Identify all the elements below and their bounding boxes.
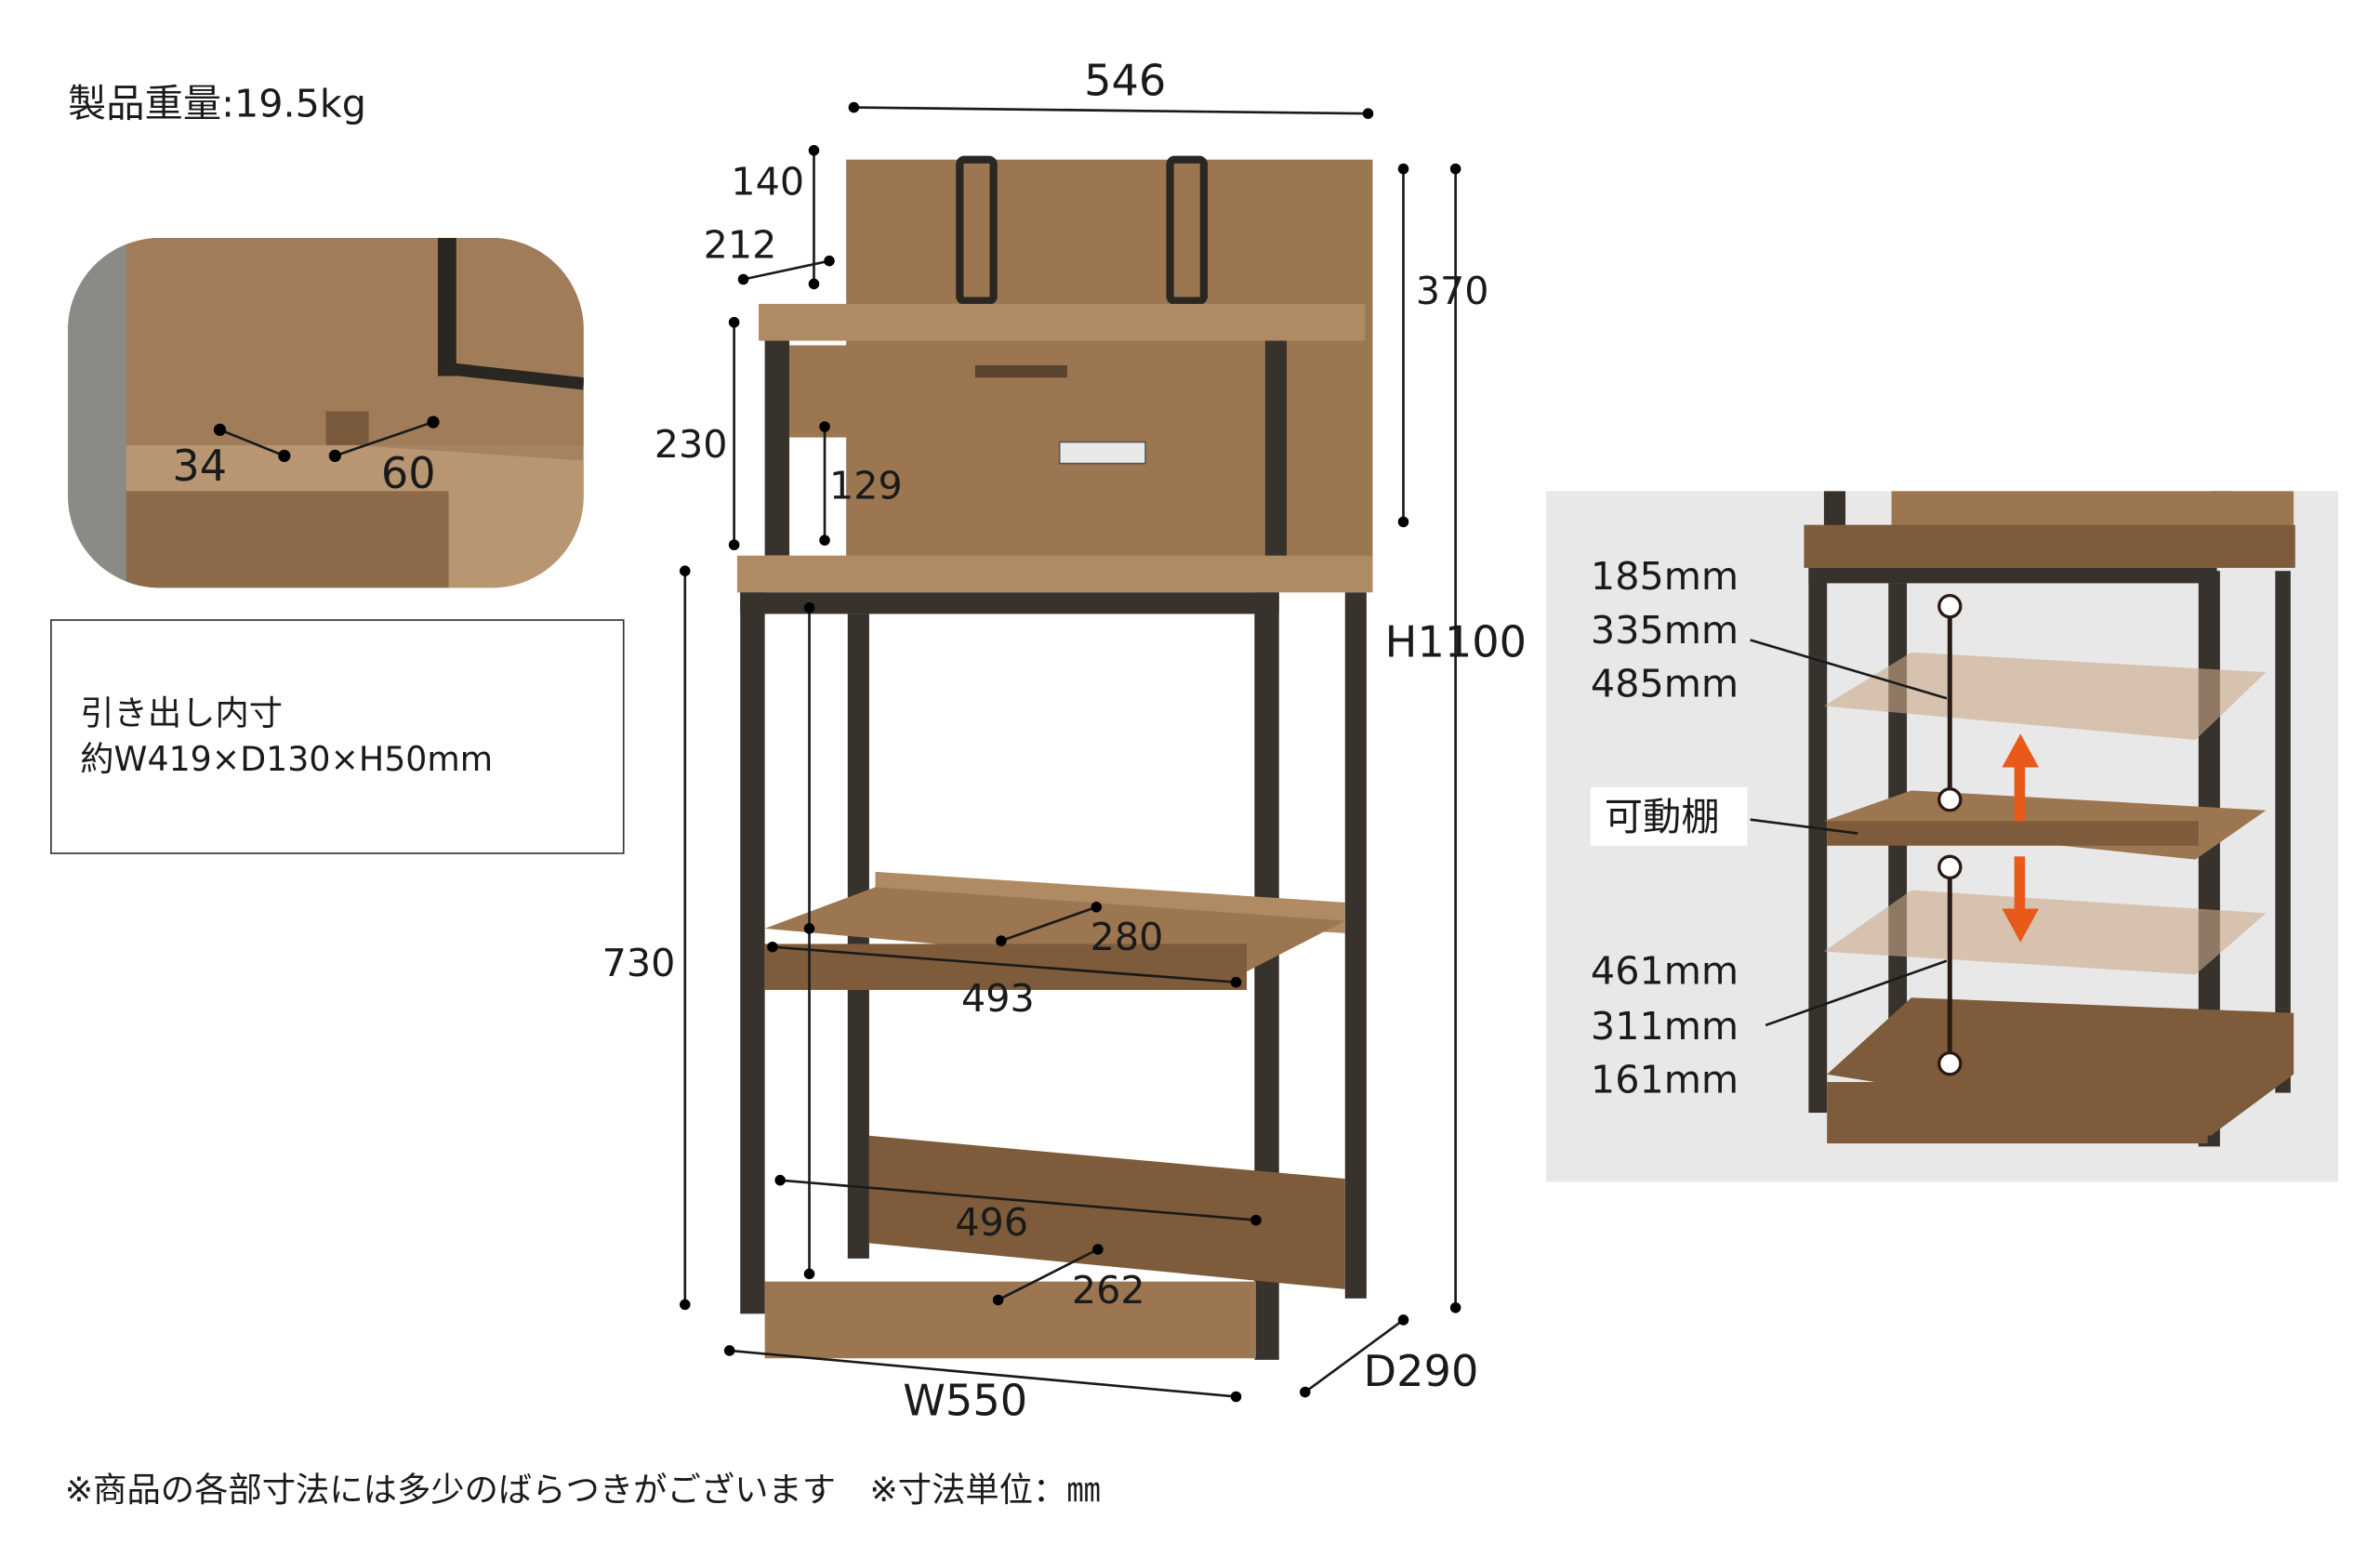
dim-212: 212 xyxy=(704,222,777,267)
dim-496: 496 xyxy=(955,1200,1028,1245)
footnote: ※商品の各部寸法には多少のばらつきがございます ※寸法単位：㎜ xyxy=(65,1470,1101,1510)
drawer-info-size: 約W419×D130×H50mm xyxy=(80,739,493,779)
dimension-lines xyxy=(680,101,1461,1403)
dim-width: W550 xyxy=(903,1375,1027,1425)
dim-493: 493 xyxy=(961,976,1035,1021)
product-weight: 製品重量:19.5kg xyxy=(68,81,366,125)
upper-position-2: 335mm xyxy=(1591,608,1739,653)
inset-dim-60: 60 xyxy=(381,448,436,498)
adjustable-shelf-label: 可動棚 xyxy=(1605,795,1720,839)
inset-dim-34: 34 xyxy=(172,441,227,491)
dim-140: 140 xyxy=(731,160,804,205)
dim-370: 370 xyxy=(1416,269,1489,313)
drawer-info-box xyxy=(50,619,625,854)
lower-position-2: 311mm xyxy=(1591,1004,1739,1049)
dim-top-width: 546 xyxy=(1084,55,1166,105)
adjustable-shelf-label-bg xyxy=(1590,787,1748,846)
dim-230: 230 xyxy=(654,422,728,467)
dim-730: 730 xyxy=(602,941,676,985)
lower-position-3: 161mm xyxy=(1591,1058,1739,1102)
dim-height: H1100 xyxy=(1385,617,1527,667)
lower-position-1: 461mm xyxy=(1591,948,1739,993)
product-illustration xyxy=(736,155,1373,1360)
arrow-up-icon xyxy=(2002,733,2040,822)
dim-depth: D290 xyxy=(1364,1346,1479,1396)
upper-position-3: 485mm xyxy=(1591,662,1739,706)
adjustable-shelf-panel xyxy=(1546,491,2339,1182)
arrow-down-icon xyxy=(2002,856,2040,943)
dim-280: 280 xyxy=(1091,915,1164,959)
dim-129: 129 xyxy=(829,464,903,508)
upper-position-1: 185mm xyxy=(1591,554,1739,599)
inset-photo-cutout: 34 60 xyxy=(68,237,584,588)
drawer-info-title: 引き出し内寸 xyxy=(80,693,283,732)
dim-262: 262 xyxy=(1072,1268,1145,1313)
